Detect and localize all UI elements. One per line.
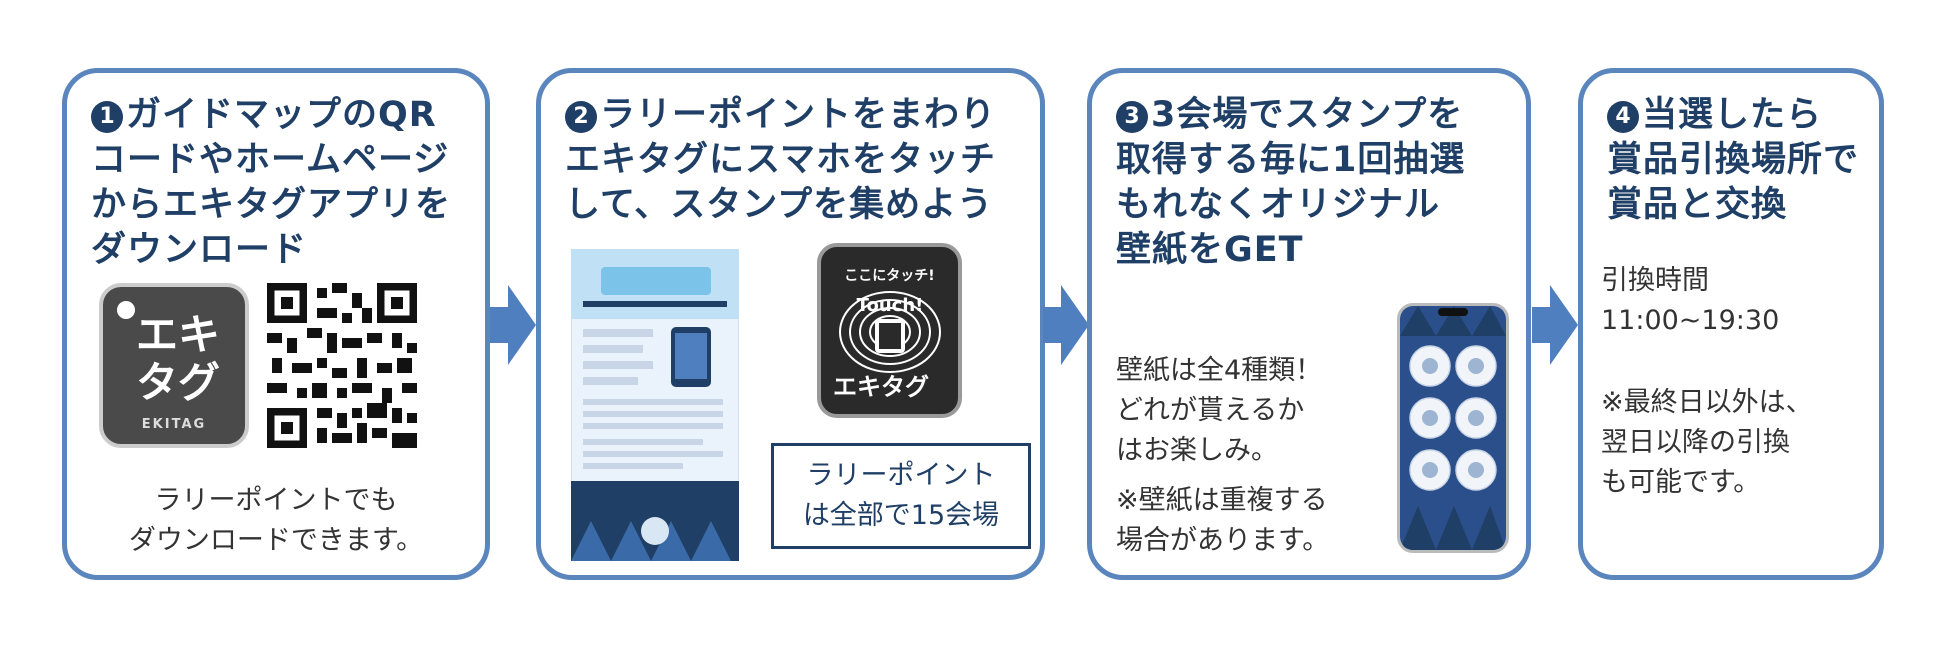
- step-1-note: ラリーポイントでも ダウンロードできます。: [67, 481, 485, 561]
- qr-code[interactable]: [267, 283, 417, 448]
- exchange-hours: 11:00~19:30: [1601, 301, 1779, 341]
- app-logo-sub: EKITAG: [103, 417, 245, 432]
- step-3-title-text: 3会場でスタンプを 取得する毎に1回抽選 もれなくオリジナル 壁紙をGET: [1116, 95, 1465, 270]
- wallpaper-duplicate-note: ※壁紙は重複する 場合があります。: [1116, 481, 1329, 561]
- arrow-right-icon: [1532, 285, 1578, 365]
- step-4-title-text: 当選したら 賞品引換場所で 賞品と交換: [1607, 95, 1859, 225]
- step-number-badge: 3: [1116, 101, 1148, 133]
- arrow-right-icon: [1043, 285, 1089, 365]
- rally-poster-image: [571, 249, 739, 561]
- rally-count-box: ラリーポイント は全部で15会場: [771, 443, 1031, 549]
- step-number-badge: 4: [1607, 101, 1639, 133]
- phone-wallpaper-image: [1397, 303, 1509, 553]
- arrow-right-icon: [490, 285, 536, 365]
- rally-count-text: ラリーポイント は全部で15会場: [774, 456, 1028, 536]
- tag-top-label: ここにタッチ!: [821, 265, 958, 285]
- svg-text:Touch!: Touch!: [857, 295, 924, 316]
- step-number-badge: 1: [91, 101, 123, 133]
- step-1-title-text: ガイドマップのQR コードやホームページ からエキタグアプリを ダウンロード: [91, 95, 451, 270]
- step-number-badge: 2: [565, 101, 597, 133]
- exchange-hours-label: 引換時間: [1601, 261, 1709, 301]
- wallpaper-types-text: 壁紙は全4種類！ どれが貰えるか はお楽しみ。: [1116, 351, 1322, 471]
- step-2-title-text: ラリーポイントをまわり エキタグにスマホをタッチ して、スタンプを集めよう: [565, 95, 996, 225]
- exchange-note: ※最終日以外は、 翌日以降の引換 も可能です。: [1601, 383, 1813, 503]
- tag-bottom-label: エキタグ: [833, 367, 929, 402]
- app-logo-text: エキ タグ: [133, 311, 223, 411]
- touch-swirl-icon: Touch!: [835, 287, 945, 377]
- wallpaper-preview: [1400, 306, 1506, 550]
- touch-tag-image: ここにタッチ! Touch! エキタグ: [817, 243, 962, 418]
- ekitag-app-icon[interactable]: エキ タグ EKITAG: [99, 283, 249, 448]
